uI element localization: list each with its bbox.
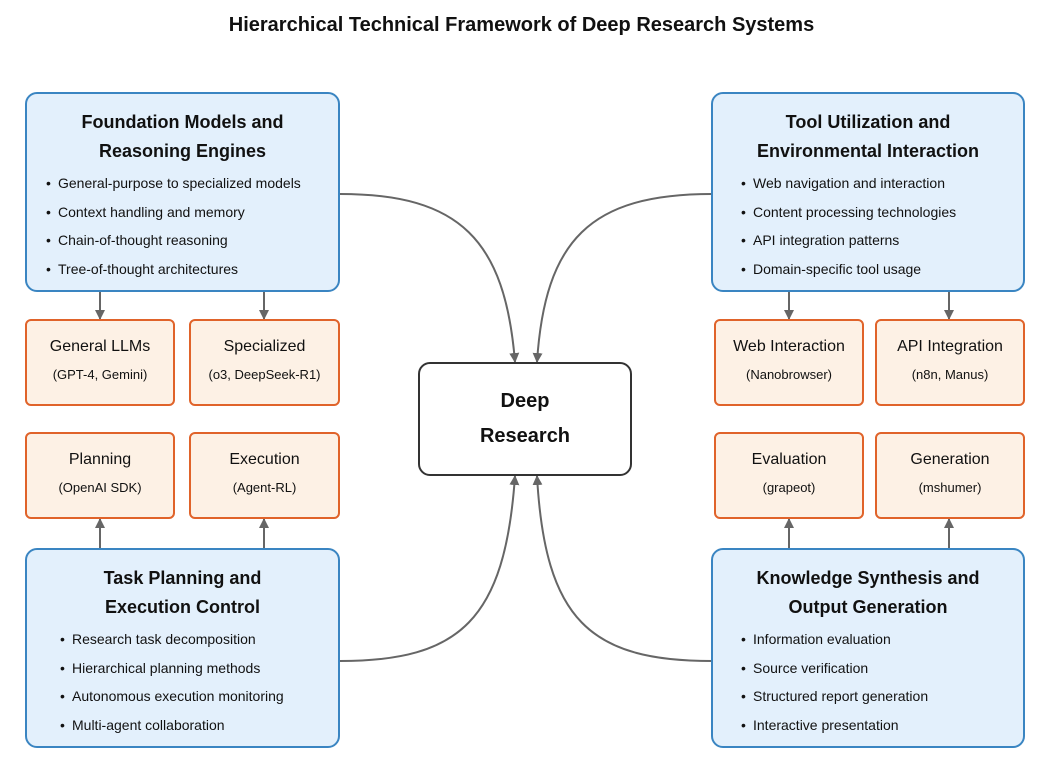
bullet-list: Research task decomposition Hierarchical… xyxy=(60,629,284,743)
pillar-title: Knowledge Synthesis and Output Generatio… xyxy=(713,564,1023,622)
center-label-line2: Research xyxy=(479,425,571,447)
bullet-item: Multi-agent collaboration xyxy=(60,715,284,744)
connector-foundation-to-center xyxy=(339,193,520,363)
tech-box-general-llms: General LLMs (GPT-4, Gemini) xyxy=(25,319,175,406)
tech-box-web-interaction: Web Interaction (Nanobrowser) xyxy=(714,319,864,406)
bullet-item: Tree-of-thought architectures xyxy=(46,259,301,288)
tech-examples: (Nanobrowser) xyxy=(746,367,832,382)
pillar-title-line1: Task Planning and xyxy=(103,568,262,588)
pillar-title-line1: Knowledge Synthesis and xyxy=(756,568,980,588)
bullet-item: Research task decomposition xyxy=(60,629,284,658)
tech-name: Specialized xyxy=(223,338,306,355)
bullet-list: General-purpose to specialized models Co… xyxy=(46,173,301,287)
bullet-item: API integration patterns xyxy=(741,230,956,259)
tech-examples: (GPT-4, Gemini) xyxy=(52,367,148,382)
bullet-item: Content processing technologies xyxy=(741,202,956,231)
tech-name: Generation xyxy=(910,451,990,468)
bullet-list: Information evaluation Source verificati… xyxy=(741,629,928,743)
tech-name: Planning xyxy=(68,451,132,468)
pillar-title-line2: Environmental Interaction xyxy=(756,141,980,161)
bullet-item: Information evaluation xyxy=(741,629,928,658)
bullet-item: Source verification xyxy=(741,658,928,687)
bullet-item: General-purpose to specialized models xyxy=(46,173,301,202)
bullet-item: Chain-of-thought reasoning xyxy=(46,230,301,259)
tech-examples: (mshumer) xyxy=(918,480,982,495)
pillar-title: Tool Utilization and Environmental Inter… xyxy=(713,108,1023,166)
bullet-item: Structured report generation xyxy=(741,686,928,715)
tech-box-execution: Execution (Agent-RL) xyxy=(189,432,340,519)
pillar-title-line2: Execution Control xyxy=(104,597,260,617)
bullet-list: Web navigation and interaction Content p… xyxy=(741,173,956,287)
pillar-foundation-models: Foundation Models and Reasoning Engines … xyxy=(25,92,340,292)
tech-examples: (Agent-RL) xyxy=(232,480,297,495)
connector-planning-to-center xyxy=(339,475,520,662)
tech-name: Execution xyxy=(229,451,300,468)
connector-synthesis-to-center xyxy=(532,475,713,662)
bullet-item: Web navigation and interaction xyxy=(741,173,956,202)
bullet-item: Hierarchical planning methods xyxy=(60,658,284,687)
tech-examples: (grapeot) xyxy=(762,480,816,495)
pillar-title-line1: Foundation Models and xyxy=(81,112,284,132)
pillar-title-line2: Output Generation xyxy=(788,597,948,617)
connector-tool-to-center xyxy=(532,193,713,363)
bullet-item: Interactive presentation xyxy=(741,715,928,744)
tech-name: Web Interaction xyxy=(733,338,845,355)
pillar-title-line2: Reasoning Engines xyxy=(98,141,267,161)
tech-box-specialized: Specialized (o3, DeepSeek-R1) xyxy=(189,319,340,406)
tech-name: API Integration xyxy=(897,338,1003,355)
tech-box-api-integration: API Integration (n8n, Manus) xyxy=(875,319,1025,406)
pillar-tool-utilization: Tool Utilization and Environmental Inter… xyxy=(711,92,1025,292)
center-node-deep-research: Deep Research xyxy=(418,362,632,476)
pillar-title: Task Planning and Execution Control xyxy=(27,564,338,622)
bullet-item: Autonomous execution monitoring xyxy=(60,686,284,715)
pillar-knowledge-synthesis: Knowledge Synthesis and Output Generatio… xyxy=(711,548,1025,748)
pillar-title-line1: Tool Utilization and xyxy=(785,112,951,132)
tech-examples: (n8n, Manus) xyxy=(911,367,989,382)
tech-name: General LLMs xyxy=(49,338,151,355)
center-label: Deep Research xyxy=(420,384,630,454)
diagram-title: Hierarchical Technical Framework of Deep… xyxy=(228,14,815,36)
pillar-title: Foundation Models and Reasoning Engines xyxy=(27,108,338,166)
tech-examples: (o3, DeepSeek-R1) xyxy=(208,367,321,382)
pillar-task-planning: Task Planning and Execution Control Rese… xyxy=(25,548,340,748)
tech-examples: (OpenAI SDK) xyxy=(58,480,142,495)
bullet-item: Context handling and memory xyxy=(46,202,301,231)
tech-name: Evaluation xyxy=(751,451,827,468)
bullet-item: Domain-specific tool usage xyxy=(741,259,956,288)
tech-box-evaluation: Evaluation (grapeot) xyxy=(714,432,864,519)
center-label-line1: Deep xyxy=(500,390,550,412)
tech-box-planning: Planning (OpenAI SDK) xyxy=(25,432,175,519)
tech-box-generation: Generation (mshumer) xyxy=(875,432,1025,519)
